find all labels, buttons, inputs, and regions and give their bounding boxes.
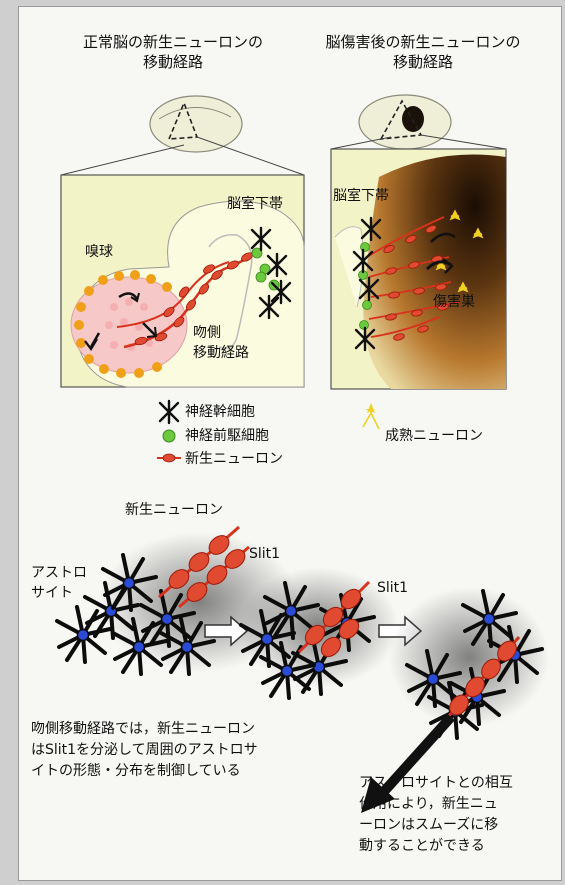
rms-label: 吻側 移動経路: [193, 323, 249, 363]
slit1-label-2: Slit1: [377, 579, 408, 597]
right-svz-label: 脳室下帯: [333, 187, 389, 205]
right-panel: [331, 149, 506, 389]
right-title: 脳傷害後の新生ニューロンの 移動経路: [305, 32, 541, 72]
legend-mature-neuron: 成熟ニューロン: [385, 427, 483, 445]
legend-new-neuron: 新生ニューロン: [185, 450, 283, 468]
legend-stem-cell: 神経幹細胞: [185, 403, 255, 421]
injury-label: 傷害巣: [433, 293, 475, 311]
caption-right: アストロサイトとの相互 作用により，新生ニュ ーロンはスムーズに移 動することが…: [359, 773, 549, 857]
legend-precursor: 神経前駆細胞: [185, 427, 269, 445]
brain-icon-left: [150, 96, 242, 152]
astrocyte-group-2: [239, 567, 399, 698]
left-title: 正常脳の新生ニューロンの 移動経路: [63, 32, 283, 72]
new-neuron-label: 新生ニューロン: [125, 501, 223, 519]
olfactory-bulb-label: 嗅球: [85, 243, 113, 261]
caption-left: 吻側移動経路では，新生ニューロン はSlit1を分泌して周囲のアストロサ イトの…: [31, 719, 331, 782]
left-svz-label: 脳室下帯: [227, 195, 283, 213]
figure-frame: 正常脳の新生ニューロンの 移動経路 脳傷害後の新生ニューロンの 移動経路 脳室下…: [18, 6, 562, 881]
slit1-label-1: Slit1: [249, 545, 280, 563]
astrocyte-label: アストロ サイト: [31, 563, 87, 603]
